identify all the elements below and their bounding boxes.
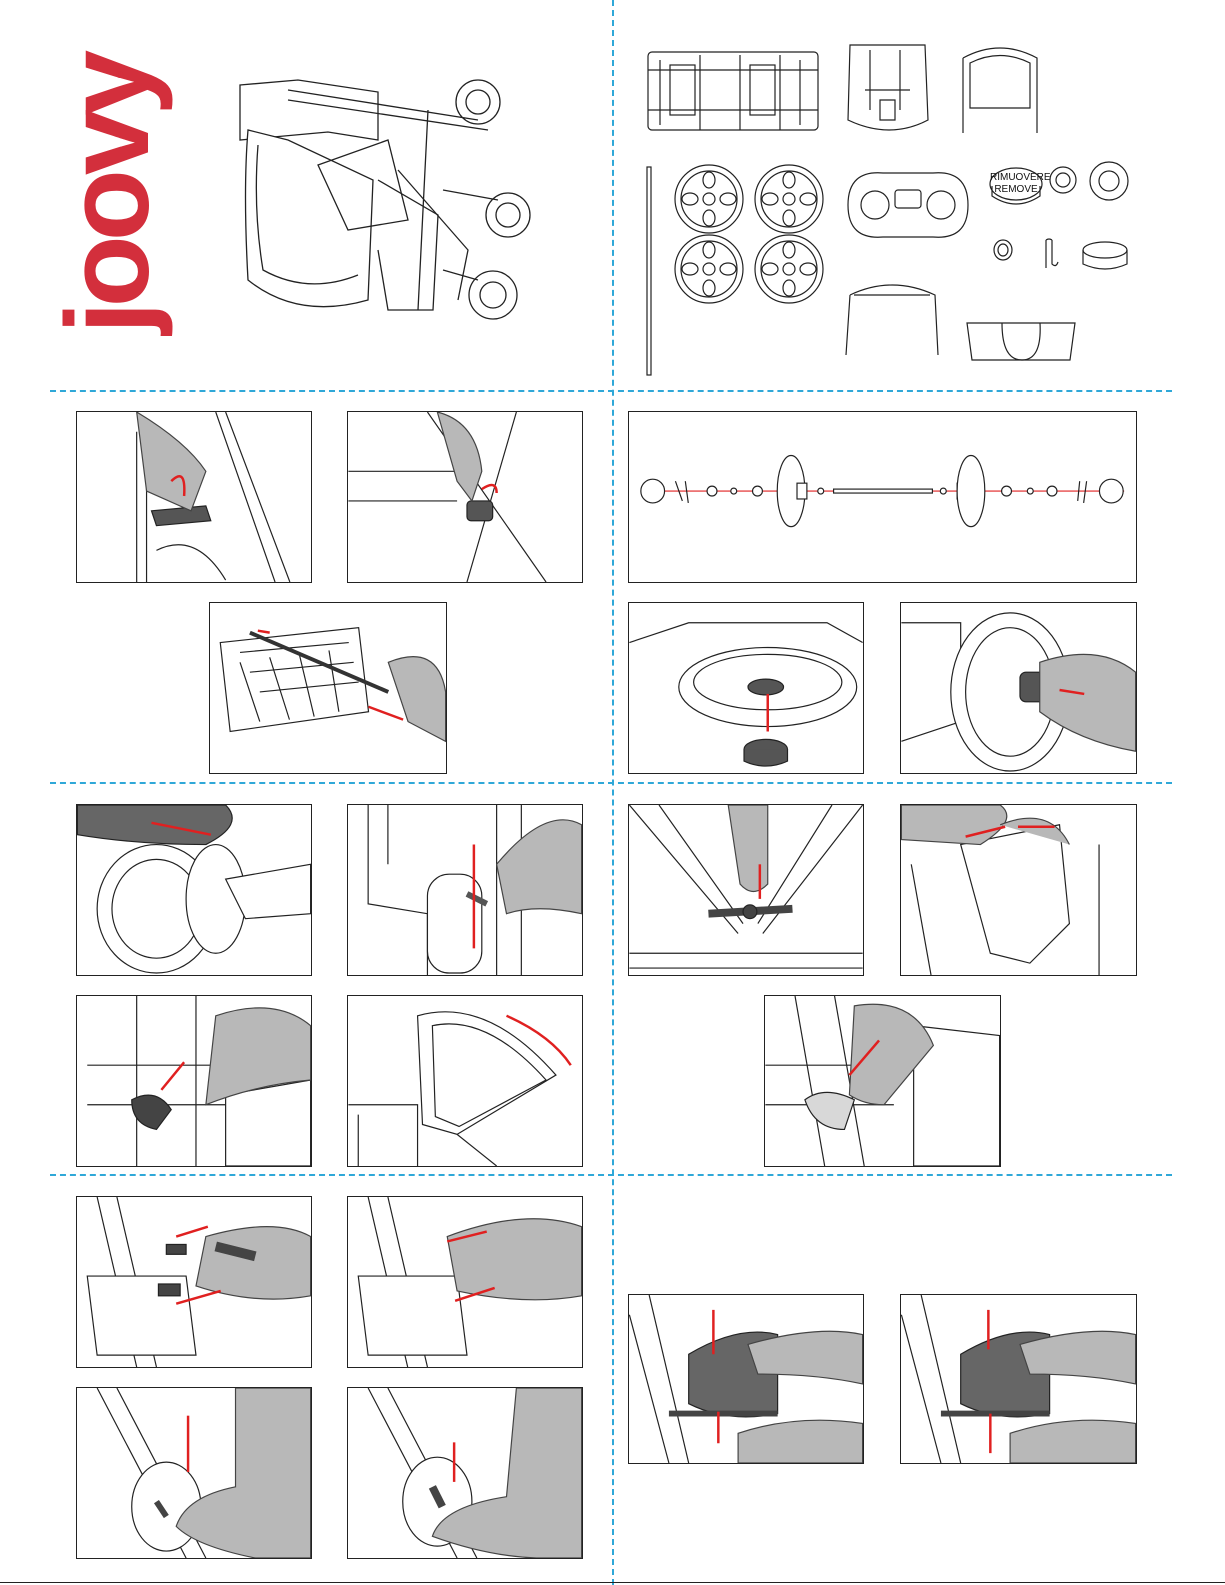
wheel-icon — [752, 162, 827, 237]
step-panel-canopy — [347, 995, 583, 1167]
step-panel-harness-insert — [76, 1196, 312, 1368]
parent-tray-part — [843, 165, 973, 245]
step-panel-unlatch — [764, 995, 1001, 1167]
vertical-divider — [612, 0, 614, 1585]
step-panel-1 — [76, 411, 312, 583]
horizontal-divider-3 — [50, 1174, 1172, 1176]
step-panel-fold-lever — [628, 804, 864, 976]
axle-rod-part — [643, 165, 655, 377]
step-panel-cap-remove — [628, 602, 864, 774]
joovy-logo: joovy — [58, 55, 158, 335]
step-panel-fold-seat — [900, 804, 1137, 976]
wheel-icon — [672, 162, 747, 237]
horizontal-divider-1 — [50, 390, 1172, 392]
washer-icon — [1048, 165, 1078, 195]
footrest-bar-part — [840, 270, 945, 362]
logo-text: joovy — [49, 56, 167, 334]
horizontal-divider-2 — [50, 782, 1172, 784]
hubcap-icon — [1080, 240, 1130, 274]
step-panel-wheel-attach — [76, 804, 312, 976]
footer-line — [0, 1582, 1225, 1583]
bushing-icon — [992, 238, 1014, 262]
step-panel-brake-off — [347, 1387, 583, 1559]
seat-cover-part — [840, 40, 935, 140]
step-panel-3 — [209, 602, 447, 774]
wheel-icon — [752, 232, 827, 307]
stroller-frame-part — [640, 40, 825, 140]
basket-part — [962, 318, 1080, 366]
step-panel-brake-on — [76, 1387, 312, 1559]
canopy-part — [955, 38, 1045, 138]
washer-large-icon — [1088, 160, 1130, 202]
step-panel-brake-pedal — [347, 804, 583, 976]
step-panel-pin-remove — [900, 602, 1137, 774]
cap-label: RIMUOVERE REMOVE — [990, 172, 1042, 196]
wheel-icon — [672, 232, 747, 307]
cap-label-line1: RIMUOVERE — [990, 172, 1042, 184]
step-panel-footrest-down — [900, 1294, 1137, 1464]
stroller-folded-illustration — [228, 70, 558, 340]
step-panel-tray-latch — [76, 995, 312, 1167]
cotter-pin-icon — [1042, 238, 1060, 270]
trademark-symbol: ® — [116, 70, 123, 81]
axle-exploded-panel — [628, 411, 1137, 583]
step-panel-2 — [347, 411, 583, 583]
step-panel-harness-release — [347, 1196, 583, 1368]
step-panel-footrest-up — [628, 1294, 864, 1464]
cap-label-line2: REMOVE — [990, 184, 1042, 196]
